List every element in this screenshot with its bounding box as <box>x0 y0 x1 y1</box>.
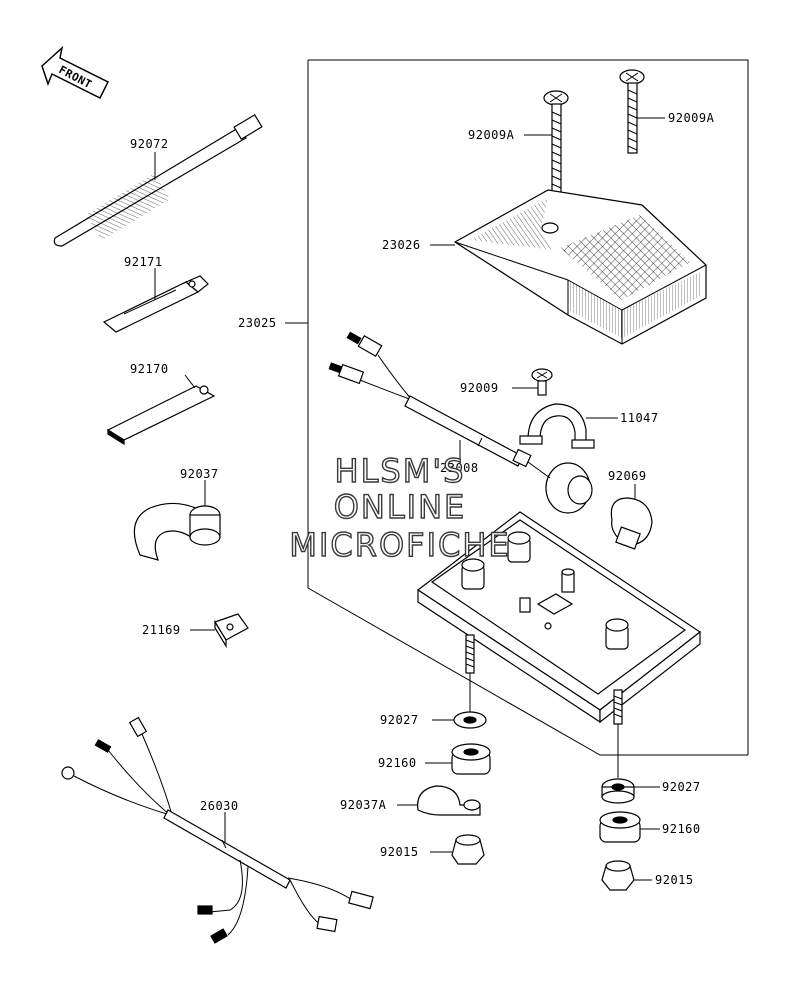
label-92027-right: 92027 <box>662 780 701 794</box>
screw-92009 <box>512 368 553 396</box>
lamp-housing <box>416 511 702 725</box>
watermark-line-3: MICROFICHE <box>289 526 510 564</box>
cable-tie-92072 <box>53 113 263 247</box>
harness-26030 <box>61 716 374 944</box>
watermark: HLSM'S ONLINE MICROFICHE <box>289 451 510 564</box>
label-92009: 92009 <box>460 381 499 395</box>
bracket-11047 <box>519 403 618 449</box>
nut-92015-right <box>601 860 652 891</box>
front-arrow-icon: FRONT <box>41 45 110 100</box>
clamp-92037 <box>133 480 221 561</box>
clip-21169 <box>190 613 249 649</box>
label-92037A: 92037A <box>340 798 387 812</box>
watermark-line-1: HLSM'S <box>335 452 466 490</box>
label-92072: 92072 <box>130 137 169 151</box>
grommet-92027-left <box>432 711 487 729</box>
nut-92015-left <box>430 834 485 865</box>
socket-wire-23008 <box>328 331 593 514</box>
watermark-line-2: ONLINE <box>334 488 467 526</box>
damper-92160-left <box>425 743 491 775</box>
label-21169: 21169 <box>142 623 181 637</box>
label-23025: 23025 <box>238 316 277 330</box>
label-92037: 92037 <box>180 467 219 481</box>
label-92015-right: 92015 <box>655 873 694 887</box>
bulb-92069 <box>610 484 653 550</box>
bracket-92171 <box>102 268 209 333</box>
label-23008: 23008 <box>440 461 479 475</box>
label-11047: 11047 <box>620 411 659 425</box>
label-92009A-left: 92009A <box>468 128 515 142</box>
label-92069: 92069 <box>608 469 647 483</box>
label-92160-left: 92160 <box>378 756 417 770</box>
label-92171: 92171 <box>124 255 163 269</box>
clamp-92037A <box>397 785 481 816</box>
label-92160-right: 92160 <box>662 822 701 836</box>
grommet-92027-right <box>601 778 660 804</box>
label-92015-left: 92015 <box>380 845 419 859</box>
screw-92009A-left <box>524 90 569 201</box>
label-92009A-right: 92009A <box>668 111 715 125</box>
assembly-boundary <box>285 59 749 756</box>
screw-92009A-right <box>619 69 665 154</box>
label-26030: 26030 <box>200 799 239 813</box>
damper-92160-right <box>599 811 660 843</box>
label-92170: 92170 <box>130 362 169 376</box>
label-23026: 23026 <box>382 238 421 252</box>
lens-cover-23026 <box>430 189 707 345</box>
plate-92170 <box>106 374 216 446</box>
label-92027-left: 92027 <box>380 713 419 727</box>
